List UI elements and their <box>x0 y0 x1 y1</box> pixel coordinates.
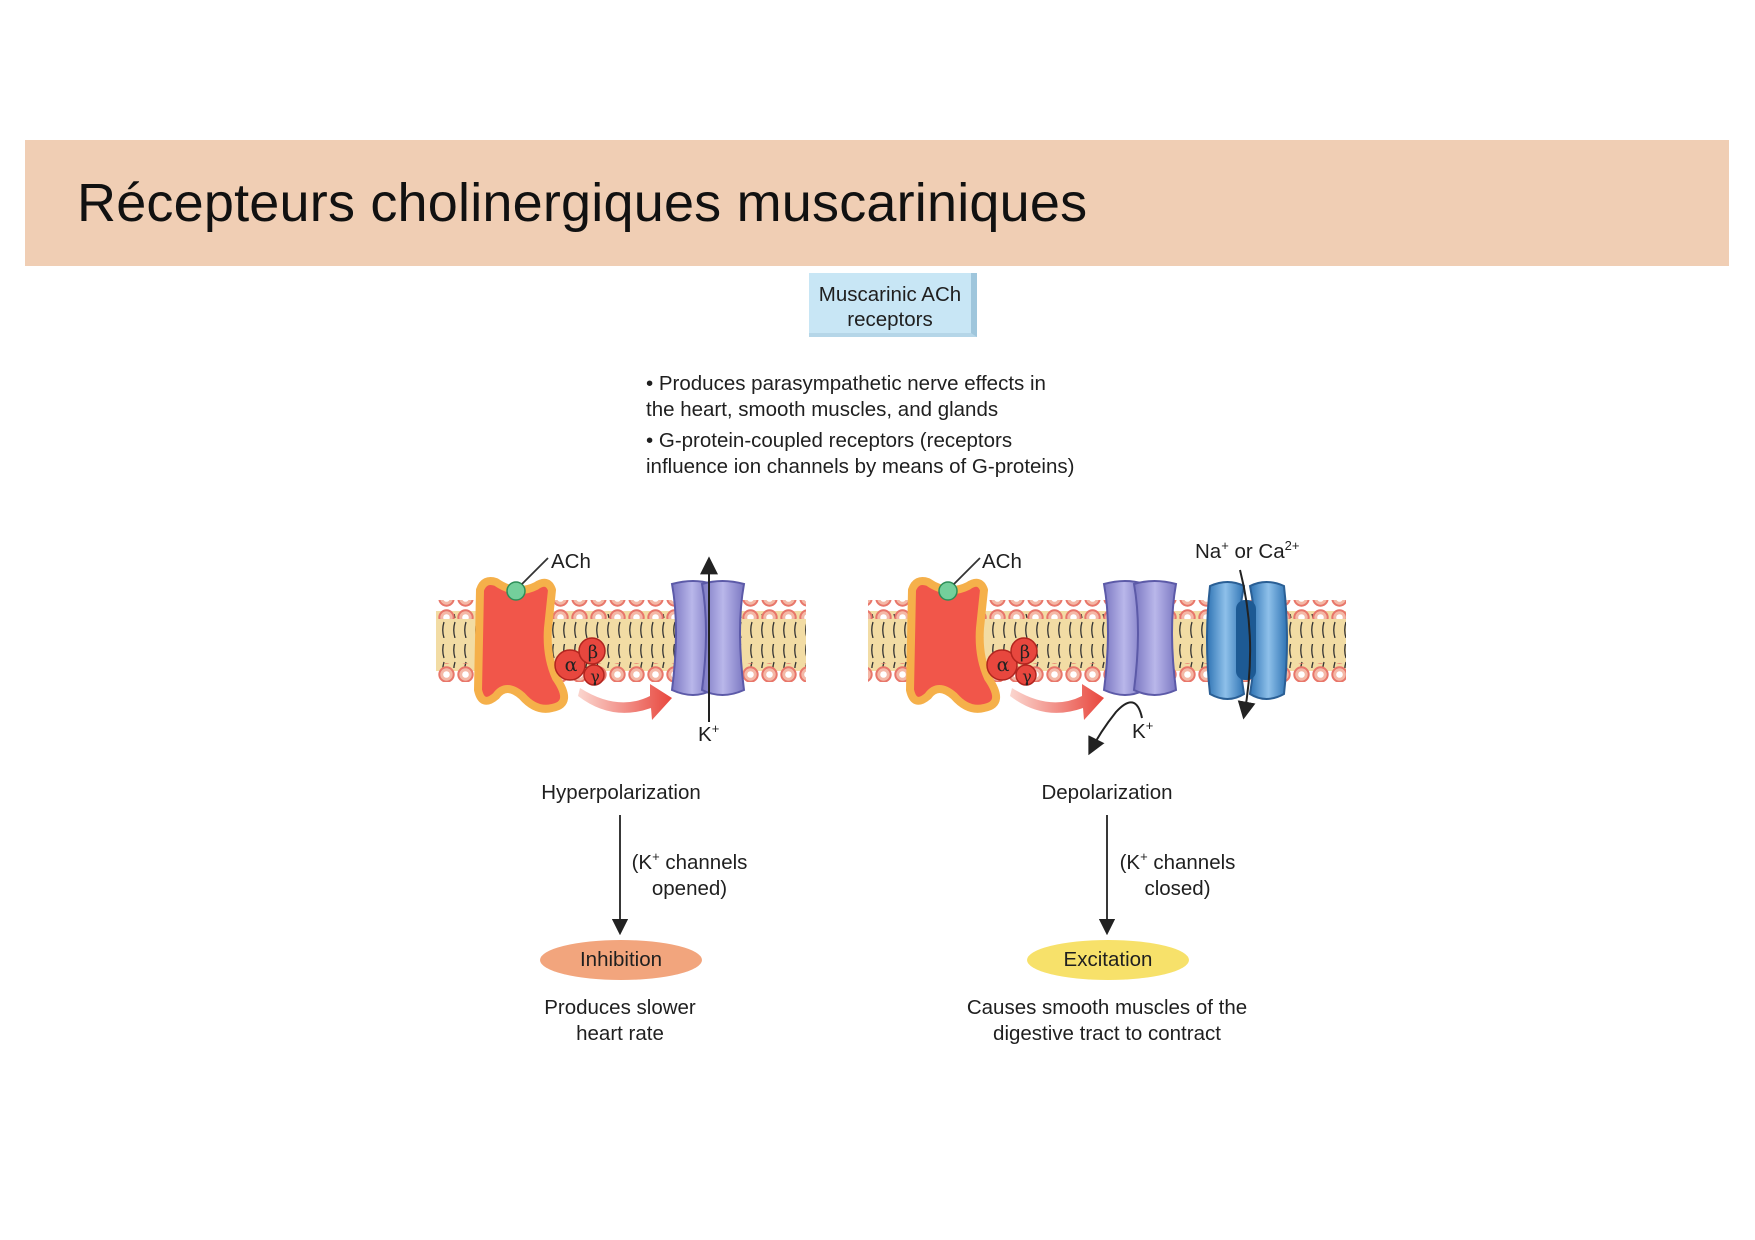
right-ach-label: ACh <box>982 550 1022 573</box>
right-receptor <box>906 577 1000 713</box>
right-activation-arrow <box>1010 684 1104 720</box>
left-effect-label: Hyperpolarization <box>541 781 701 804</box>
right-mechanism-label: (K+ channels closed) <box>1110 850 1245 902</box>
right-mechanism-suffix: channels <box>1147 851 1236 874</box>
right-gamma-label: γ <box>1022 667 1032 686</box>
title-band: Récepteurs cholinergiques muscariniques <box>25 140 1729 266</box>
or-ca-text: or Ca <box>1228 540 1285 563</box>
right-description-line-2: digestive tract to contract <box>993 1022 1221 1045</box>
left-k-base: K <box>698 723 712 746</box>
header-line-1: Muscarinic ACh <box>818 283 962 306</box>
right-cation-influx-arrow <box>1237 569 1256 720</box>
right-effect-label: Depolarization <box>1041 781 1173 804</box>
inhibition-badge: Inhibition <box>540 940 702 980</box>
na-base: Na <box>1195 540 1222 563</box>
left-mechanism-line-2: opened) <box>651 877 728 900</box>
muscarinic-header-box: Muscarinic ACh receptors <box>809 273 977 337</box>
left-mechanism-label: (K+ channels opened) <box>622 850 757 902</box>
left-beta-label: β <box>588 642 598 663</box>
excitation-badge: Excitation <box>1027 940 1189 980</box>
left-g-protein: α β γ <box>554 637 606 686</box>
ca-charge: 2+ <box>1284 538 1300 554</box>
left-panel: α β γ <box>436 556 806 936</box>
left-alpha-label: α <box>565 654 578 676</box>
right-alpha-label: α <box>997 654 1010 676</box>
na-charge: + <box>1221 538 1229 554</box>
right-g-protein: α β γ <box>986 637 1038 686</box>
left-mechanism-prefix: (K <box>631 851 653 874</box>
right-k-ion-label: K+ <box>1132 718 1154 744</box>
right-k-channel <box>1102 580 1178 696</box>
left-mechanism-line-1: (K+ channels <box>622 850 757 876</box>
bullet-item: • Produces parasympathetic nerve effects… <box>646 371 1166 423</box>
left-k-charge: + <box>711 721 720 737</box>
left-description: Produces slower heart rate <box>500 995 740 1047</box>
left-k-ion-label: K+ <box>698 721 720 747</box>
bullet-2-line-2: influence ion channels by means of G-pro… <box>646 455 1075 478</box>
right-mechanism-charge: + <box>1140 849 1148 865</box>
bullet-list: • Produces parasympathetic nerve effects… <box>646 371 1166 485</box>
left-description-line-2: heart rate <box>576 1022 664 1045</box>
slide-title: Récepteurs cholinergiques muscariniques <box>77 173 1088 233</box>
header-line-2: receptors <box>847 308 933 331</box>
bullet-1-line-1: • Produces parasympathetic nerve effects… <box>646 372 1046 395</box>
bullet-1-line-2: the heart, smooth muscles, and glands <box>646 398 999 421</box>
right-description-line-1: Causes smooth muscles of the <box>966 996 1248 1019</box>
bullet-item: • G-protein-coupled receptors (receptors… <box>646 428 1166 480</box>
right-mechanism-line-2: closed) <box>1144 877 1211 900</box>
right-cation-channel <box>1206 581 1288 700</box>
right-beta-label: β <box>1020 642 1030 663</box>
right-mechanism-prefix: (K <box>1119 851 1141 874</box>
left-activation-arrow <box>578 684 672 720</box>
left-mechanism-charge: + <box>652 849 660 865</box>
right-k-charge: + <box>1145 718 1154 734</box>
left-k-channel <box>670 580 746 696</box>
right-description: Causes smooth muscles of the digestive t… <box>937 995 1277 1047</box>
right-panel: α β γ <box>868 557 1346 936</box>
cation-label: Na+ or Ca2+ <box>1195 538 1300 564</box>
bullet-2-line-1: • G-protein-coupled receptors (receptors <box>646 429 1013 452</box>
left-gamma-label: γ <box>590 667 600 686</box>
right-k-curved-arrow <box>1088 701 1143 756</box>
left-ach-label: ACh <box>551 550 591 573</box>
right-k-base: K <box>1132 720 1146 743</box>
left-description-line-1: Produces slower <box>544 996 696 1019</box>
right-mechanism-line-1: (K+ channels <box>1110 850 1245 876</box>
left-receptor <box>474 577 568 713</box>
left-mechanism-suffix: channels <box>659 851 748 874</box>
